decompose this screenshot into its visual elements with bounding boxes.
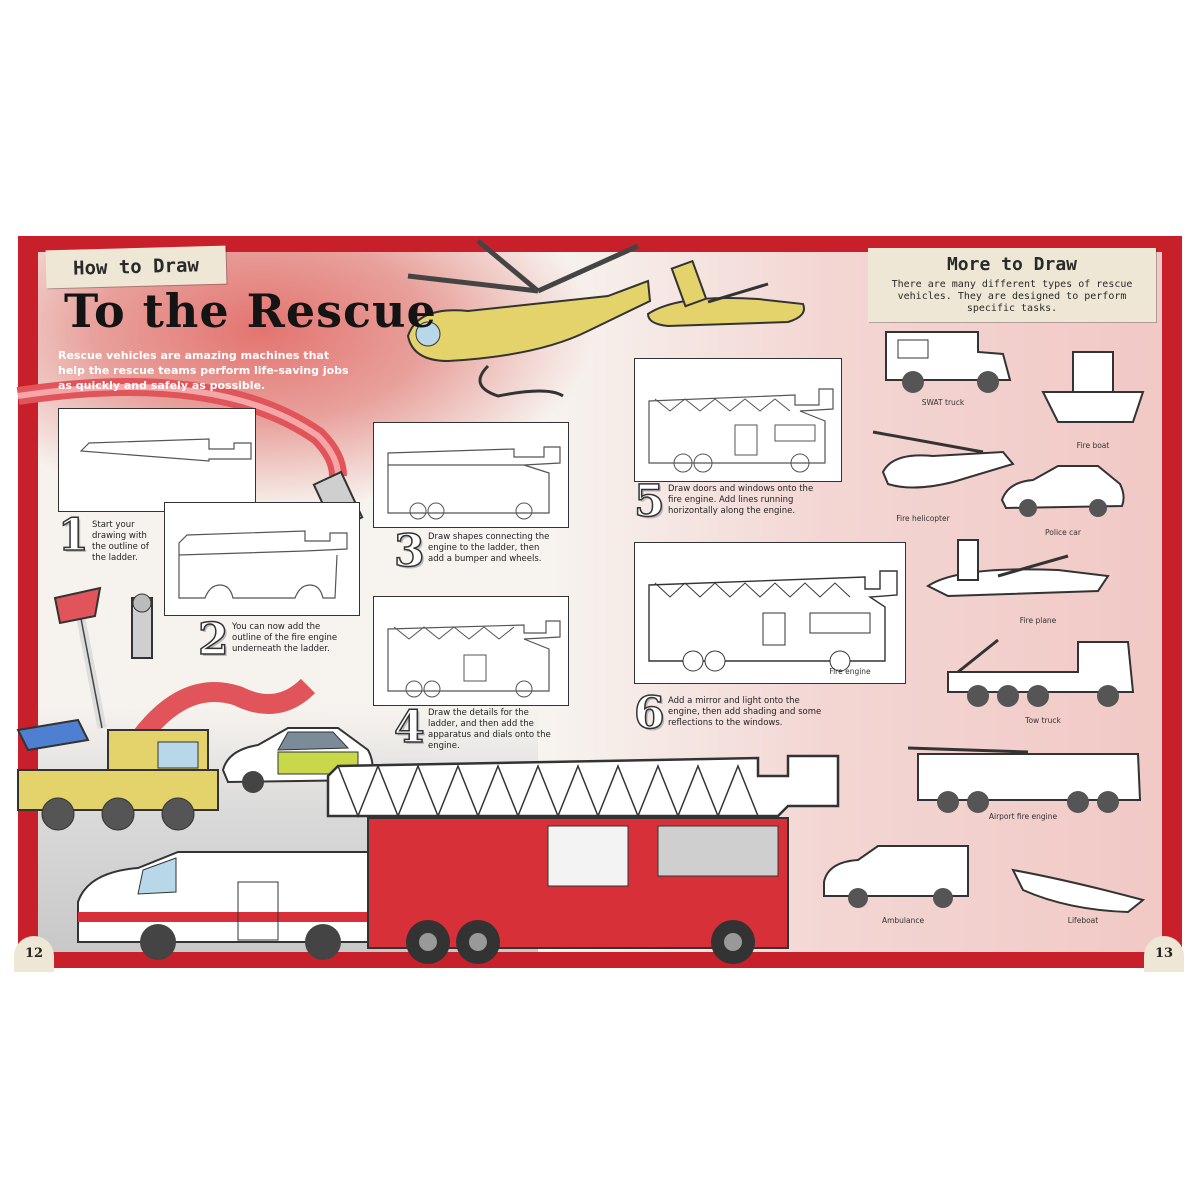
swat-truck-icon bbox=[885, 331, 1012, 393]
fire-boat-caption: Fire boat bbox=[1076, 441, 1110, 450]
fire-helicopter-icon bbox=[872, 430, 1015, 489]
step-2-drawing bbox=[164, 502, 360, 616]
fire-boat-icon bbox=[1041, 351, 1145, 423]
tow-truck-illustration bbox=[16, 718, 219, 831]
police-car-icon bbox=[1000, 465, 1125, 517]
step-5-drawing bbox=[634, 358, 842, 482]
step-1-drawing bbox=[58, 408, 256, 512]
step-1-text: Start your drawing with the outline of t… bbox=[92, 520, 149, 563]
step-2-number: 2 bbox=[197, 613, 229, 666]
more-to-draw-subtitle: There are many different types of rescue… bbox=[891, 279, 1133, 314]
lifeboat-icon bbox=[1011, 868, 1146, 914]
step-3-number: 3 bbox=[393, 525, 425, 578]
helicopter-illustration bbox=[406, 239, 652, 398]
step-3-text: Draw shapes connecting the engine to the… bbox=[428, 532, 550, 564]
step-4-text: Draw the details for the ladder, and the… bbox=[428, 708, 551, 751]
axe-icon bbox=[53, 586, 107, 729]
step-6-number: 6 bbox=[633, 687, 665, 740]
intro-text: Rescue vehicles are amazing machines tha… bbox=[58, 349, 349, 392]
lifeboat-caption: Lifeboat bbox=[1067, 916, 1099, 925]
step-5-number: 5 bbox=[633, 475, 665, 528]
fire-plane-icon bbox=[926, 539, 1110, 598]
ambulance-caption: Ambulance bbox=[881, 916, 925, 925]
fire-plane-illustration bbox=[646, 259, 805, 328]
how-to-draw-tag: How to Draw bbox=[45, 245, 227, 289]
step-6-drawing: Fire engine bbox=[634, 542, 906, 684]
page-number-left: 12 bbox=[14, 936, 54, 972]
tow-truck-caption: Tow truck bbox=[1025, 716, 1061, 725]
ambulance-illustration bbox=[77, 851, 379, 960]
big-fire-engine-illustration bbox=[326, 754, 840, 964]
police-car-caption: Police car bbox=[1045, 528, 1081, 537]
ambulance-icon bbox=[823, 845, 969, 908]
page-title: To the Rescue bbox=[64, 284, 437, 338]
nozzle-icon bbox=[131, 593, 153, 659]
fire-helicopter-caption: Fire helicopter bbox=[896, 514, 950, 523]
fire-plane-caption: Fire plane bbox=[1019, 616, 1057, 625]
airport-fire-engine-caption: Airport fire engine bbox=[988, 812, 1058, 821]
swat-truck-caption: SWAT truck bbox=[921, 398, 965, 407]
step-3-drawing bbox=[373, 422, 569, 528]
step-5-text: Draw doors and windows onto the fire eng… bbox=[668, 484, 814, 516]
more-to-draw-title: More to Draw bbox=[946, 254, 1078, 275]
fire-engine-caption: Fire engine bbox=[829, 667, 871, 676]
tow-truck-icon bbox=[947, 638, 1135, 707]
step-4-number: 4 bbox=[393, 701, 425, 754]
page-number-right: 13 bbox=[1144, 936, 1184, 972]
step-1-number: 1 bbox=[57, 509, 89, 562]
step-4-drawing bbox=[373, 596, 569, 706]
step-6-text: Add a mirror and light onto the engine, … bbox=[668, 696, 822, 728]
airport-fire-engine-icon bbox=[907, 746, 1142, 813]
book-spread: How to Draw To the Rescue Rescue vehicle… bbox=[14, 236, 1184, 972]
more-to-draw-tag: More to Draw There are many different ty… bbox=[868, 248, 1156, 322]
step-2-text: You can now add the outline of the fire … bbox=[232, 622, 338, 654]
